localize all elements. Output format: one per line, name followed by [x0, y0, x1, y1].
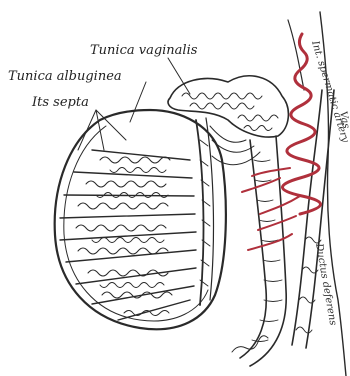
label-its-septa: Its septa	[31, 95, 89, 110]
label-tunica-vaginalis: Tunica vaginalis	[90, 43, 198, 58]
label-tunica-albuginea: Tunica albuginea	[8, 69, 122, 84]
